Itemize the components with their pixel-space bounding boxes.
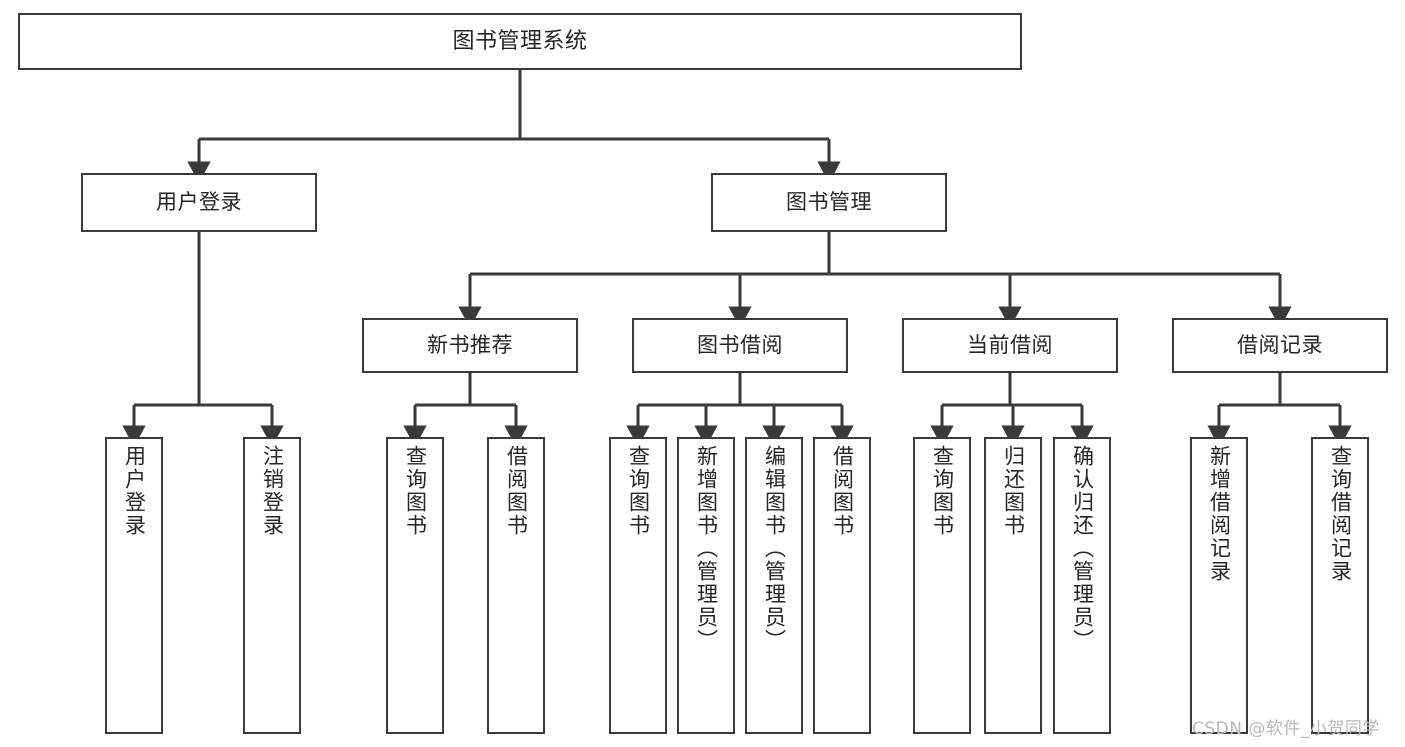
node-user-login[interactable]: 用户登录	[81, 173, 317, 232]
node-leaf-user-logout[interactable]: 注销登录	[243, 437, 301, 734]
node-leaf-borrow-book-1-label: 借阅图书	[504, 445, 529, 537]
node-book-borrow[interactable]: 图书借阅	[632, 318, 848, 373]
node-leaf-borrow-book-2-label: 借阅图书	[830, 445, 855, 537]
node-leaf-borrow-book-2[interactable]: 借阅图书	[813, 437, 871, 734]
node-leaf-return-book-label: 归还图书	[1001, 445, 1026, 537]
node-new-book-rec[interactable]: 新书推荐	[362, 318, 578, 373]
node-book-manage[interactable]: 图书管理	[711, 173, 947, 232]
node-leaf-edit-book-label: 编辑图书（管理员）	[762, 445, 787, 652]
node-borrow-record-label: 借阅记录	[1237, 333, 1323, 358]
node-current-borrow[interactable]: 当前借阅	[902, 318, 1118, 373]
node-leaf-add-book[interactable]: 新增图书（管理员）	[677, 437, 735, 734]
node-leaf-confirm-return-label: 确认归还（管理员）	[1070, 445, 1095, 652]
node-user-login-label: 用户登录	[156, 190, 242, 215]
node-leaf-query-book-2[interactable]: 查询图书	[609, 437, 667, 734]
csdn-watermark: CSDN @软件_小贺同学	[1192, 719, 1380, 739]
node-book-manage-label: 图书管理	[786, 190, 872, 215]
node-leaf-user-login-label: 用户登录	[122, 445, 147, 537]
node-leaf-user-logout-label: 注销登录	[260, 445, 285, 537]
node-current-borrow-label: 当前借阅	[967, 333, 1053, 358]
node-leaf-add-record[interactable]: 新增借阅记录	[1190, 437, 1248, 734]
node-leaf-user-login[interactable]: 用户登录	[105, 437, 163, 734]
node-root-label: 图书管理系统	[452, 28, 588, 54]
node-leaf-query-record[interactable]: 查询借阅记录	[1311, 437, 1369, 734]
node-root[interactable]: 图书管理系统	[18, 13, 1022, 70]
node-borrow-record[interactable]: 借阅记录	[1172, 318, 1388, 373]
node-leaf-borrow-book-1[interactable]: 借阅图书	[487, 437, 545, 734]
node-leaf-query-book-2-label: 查询图书	[626, 445, 651, 537]
node-leaf-query-book-1-label: 查询图书	[403, 445, 428, 537]
node-leaf-return-book[interactable]: 归还图书	[984, 437, 1042, 734]
node-leaf-add-record-label: 新增借阅记录	[1207, 445, 1232, 583]
node-leaf-query-book-1[interactable]: 查询图书	[386, 437, 444, 734]
node-new-book-rec-label: 新书推荐	[427, 333, 513, 358]
node-leaf-query-book-3[interactable]: 查询图书	[913, 437, 971, 734]
node-leaf-add-book-label: 新增图书（管理员）	[694, 445, 719, 652]
node-book-borrow-label: 图书借阅	[697, 333, 783, 358]
node-leaf-query-book-3-label: 查询图书	[930, 445, 955, 537]
node-leaf-confirm-return[interactable]: 确认归还（管理员）	[1053, 437, 1111, 734]
node-leaf-edit-book[interactable]: 编辑图书（管理员）	[745, 437, 803, 734]
node-leaf-query-record-label: 查询借阅记录	[1328, 445, 1353, 583]
